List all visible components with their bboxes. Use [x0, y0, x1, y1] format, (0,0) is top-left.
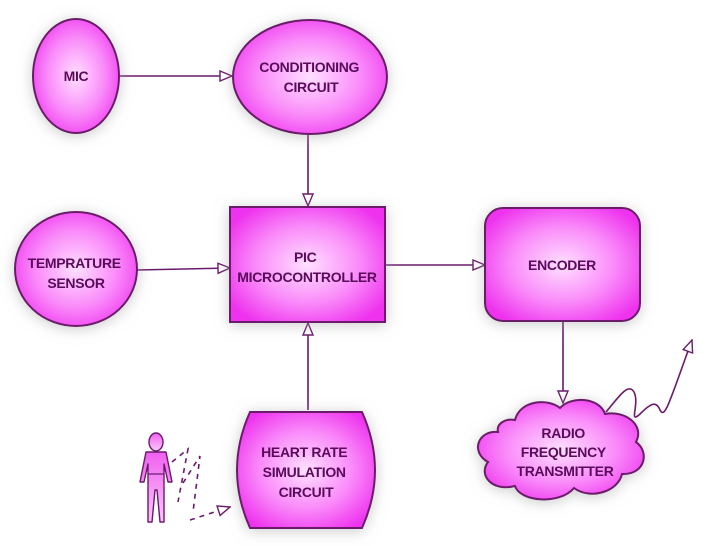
- node-temperature-sensor-label: TEMPRATURE SENSOR: [28, 255, 125, 291]
- label-line: RADIO: [541, 425, 585, 441]
- node-mic: [32, 18, 120, 134]
- person-icon: [139, 432, 173, 523]
- node-mic-label: MIC: [64, 68, 89, 84]
- edges: [119, 76, 563, 410]
- node-pic-microcontroller-label: PIC MICROCONTROLLER: [237, 249, 377, 285]
- node-heart-rate-simulation-circuit: [236, 411, 376, 529]
- node-encoder-label: ENCODER: [528, 257, 596, 273]
- node-temperature-sensor: [14, 211, 138, 327]
- node-radio-frequency-transmitter: [477, 398, 645, 501]
- heartbeat-signal-lines: [171, 447, 230, 521]
- node-radio-frequency-transmitter-label: RADIO FREQUENCY TRANSMITTER: [516, 425, 613, 479]
- label-line: CIRCUIT: [279, 484, 334, 500]
- node-pic-microcontroller: [229, 206, 386, 323]
- label-line: MIC: [64, 68, 89, 84]
- label-line: FREQUENCY: [521, 444, 607, 460]
- label-line: HEART RATE: [261, 444, 347, 460]
- label-line: PIC: [294, 249, 317, 265]
- label-line: CIRCUIT: [284, 79, 339, 95]
- label-line: SIMULATION: [263, 464, 346, 480]
- node-encoder: [484, 207, 641, 322]
- label-line: ENCODER: [528, 257, 596, 273]
- node-conditioning-circuit: [232, 19, 388, 135]
- edge-temp-to-pic: [136, 268, 230, 270]
- label-line: SENSOR: [47, 275, 105, 291]
- label-line: TRANSMITTER: [516, 463, 613, 479]
- radio-wave-icon: [605, 340, 692, 418]
- node-conditioning-circuit-label: CONDITIONING CIRCUIT: [259, 59, 362, 95]
- node-heart-rate-simulation-circuit-label: HEART RATE SIMULATION CIRCUIT: [261, 444, 351, 500]
- label-line: TEMPRATURE: [28, 255, 121, 271]
- label-line: MICROCONTROLLER: [237, 269, 377, 285]
- label-line: CONDITIONING: [259, 59, 359, 75]
